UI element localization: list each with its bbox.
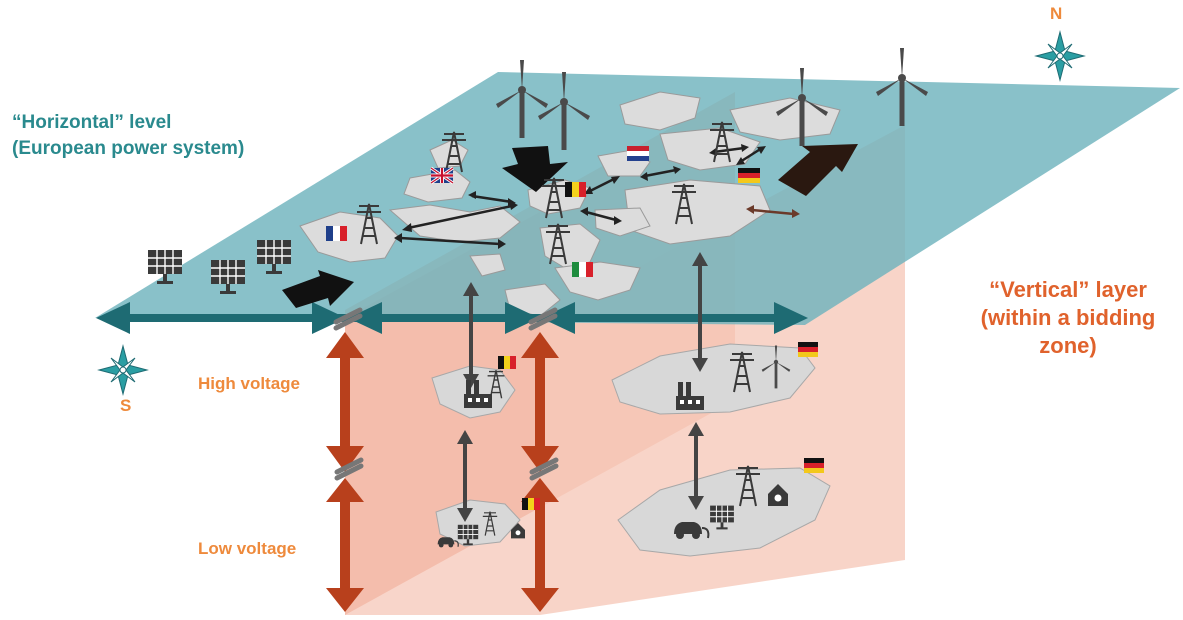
horizontal-arrow [96, 302, 808, 334]
france-flag-icon [326, 226, 347, 241]
germany-flag-icon [738, 168, 760, 183]
vertical-arrows [326, 332, 559, 612]
compass-icon [1035, 31, 1085, 81]
high-voltage-label: High voltage [198, 374, 301, 393]
belgium-flag-icon [565, 182, 586, 197]
vertical-label-line3: zone) [1039, 333, 1097, 358]
belgium-flag-icon [522, 498, 540, 510]
big-flow-arrow-southwest [282, 270, 354, 308]
germany-flag-icon [798, 342, 818, 357]
flow-arrows [394, 144, 766, 249]
belgium-flag-icon [498, 356, 516, 369]
uk-flag-icon [430, 166, 454, 185]
brown-flow-arrow [746, 205, 800, 218]
compass-north-label: N [1050, 4, 1063, 23]
vertical-label-line1: “Vertical” layer [989, 277, 1147, 302]
netherlands-flag-icon [627, 146, 649, 161]
compass-south-label: S [120, 396, 132, 415]
big-flow-arrow-north [502, 146, 568, 192]
horizontal-label-line2: (European power system) [12, 138, 245, 159]
italy-flag-icon [572, 262, 593, 277]
low-voltage-label: Low voltage [198, 539, 297, 558]
vertical-label-line2: (within a bidding [980, 305, 1156, 330]
germany-flag-icon [804, 458, 824, 473]
horizontal-level-label: “Horizontal” level (European power syste… [12, 110, 244, 162]
vertical-layer-label: “Vertical” layer (within a bidding zone) [958, 276, 1178, 360]
compass-icon [98, 345, 148, 395]
horizontal-label-line1: “Horizontal” level [12, 112, 172, 133]
big-flow-arrow-east [778, 144, 858, 196]
